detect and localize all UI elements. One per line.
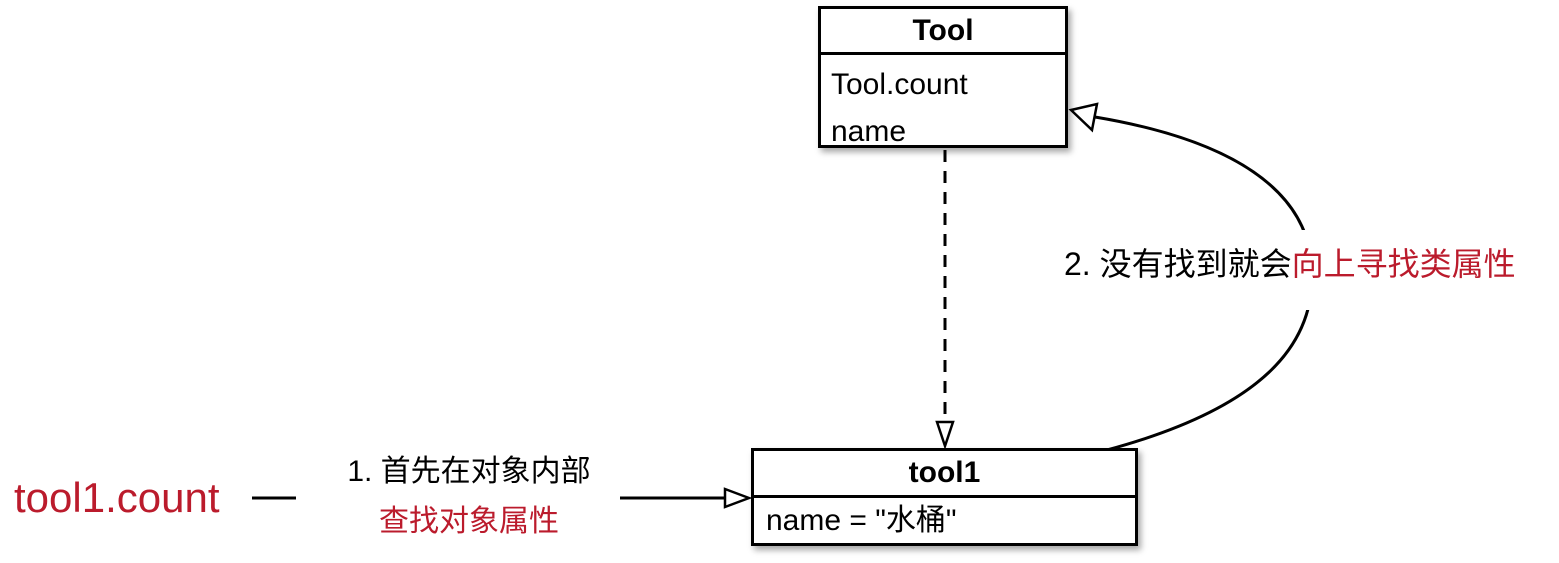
class-lookup-arrowhead	[1068, 102, 1099, 133]
class-box-title: Tool	[821, 9, 1065, 55]
step1-text-black: 1. 首先在对象内部	[347, 455, 591, 488]
step2-text-red: 向上寻找类属性	[1291, 246, 1516, 282]
instance-box-title: tool1	[754, 451, 1135, 498]
expression-label: tool1.count	[14, 474, 220, 521]
instance-of-arrowhead	[935, 420, 955, 450]
instance-box: tool1 name = "水桶"	[751, 448, 1138, 546]
step2-text-black: 2. 没有找到就会	[1064, 246, 1292, 282]
step1-annotation: 1. 首先在对象内部 查找对象属性	[331, 447, 607, 547]
class-attribute-row: Tool.count	[831, 68, 968, 101]
class-box: Tool Tool.count name	[818, 6, 1068, 148]
instance-box-attributes: name = "水桶"	[754, 498, 1135, 541]
instance-attribute-row: name = "水桶"	[766, 504, 957, 537]
lookup-arrowhead	[723, 487, 753, 509]
class-attribute-row: name	[831, 115, 907, 148]
curve-text-gap	[1235, 230, 1365, 310]
class-box-attributes: Tool.count name	[821, 55, 1065, 155]
step1-text-red: 查找对象属性	[379, 505, 559, 538]
step2-annotation: 2. 没有找到就会向上寻找类属性	[1064, 243, 1516, 285]
